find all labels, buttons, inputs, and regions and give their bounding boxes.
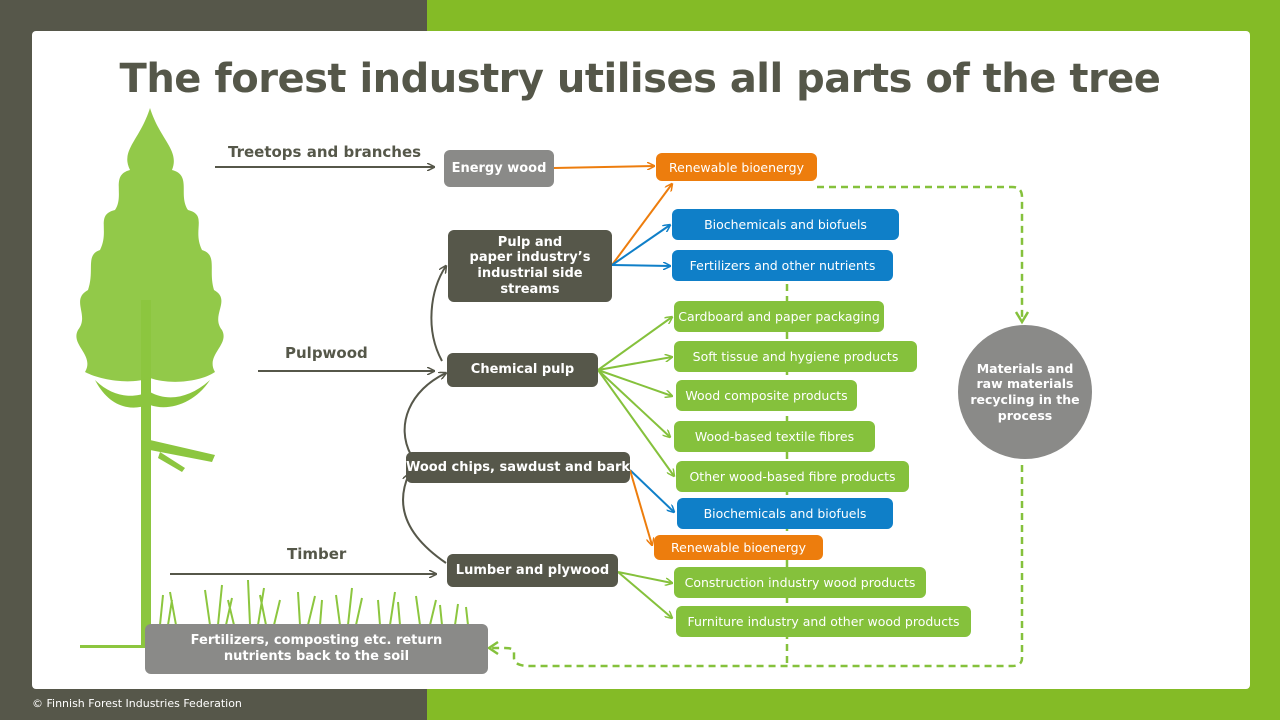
label-pulpwood: Pulpwood	[285, 344, 368, 362]
product-tissue: Soft tissue and hygiene products	[674, 341, 917, 372]
product-construction: Construction industry wood products	[674, 567, 926, 598]
node-chemical-pulp: Chemical pulp	[447, 353, 598, 387]
product-other-fibre: Other wood-based fibre products	[676, 461, 909, 492]
product-biochemicals-2: Biochemicals and biofuels	[677, 498, 893, 529]
node-wood-chips: Wood chips, sawdust and bark	[406, 452, 630, 483]
page-title: The forest industry utilises all parts o…	[119, 56, 1161, 102]
label-timber: Timber	[287, 545, 347, 563]
node-recycling: Materials and raw materials recycling in…	[958, 325, 1092, 459]
node-energy-wood: Energy wood	[444, 150, 554, 187]
product-bioenergy-1: Renewable bioenergy	[656, 153, 817, 181]
node-side-streams: Pulp and paper industry’s industrial sid…	[448, 230, 612, 302]
product-furniture: Furniture industry and other wood produc…	[676, 606, 971, 637]
node-lumber-plywood: Lumber and plywood	[447, 554, 618, 587]
node-fertilizers-soil: Fertilizers, composting etc. return nutr…	[145, 624, 488, 674]
label-treetops: Treetops and branches	[228, 143, 422, 161]
product-bioenergy-2: Renewable bioenergy	[654, 535, 823, 560]
product-textile: Wood-based textile fibres	[674, 421, 875, 452]
copyright-footer: © Finnish Forest Industries Federation	[32, 697, 242, 710]
product-composite: Wood composite products	[676, 380, 857, 411]
grass-illustration	[159, 579, 469, 626]
product-cardboard: Cardboard and paper packaging	[674, 301, 884, 332]
product-fertilizers: Fertilizers and other nutrients	[672, 250, 893, 281]
product-biochemicals-1: Biochemicals and biofuels	[672, 209, 899, 240]
tree-illustration	[76, 108, 224, 648]
